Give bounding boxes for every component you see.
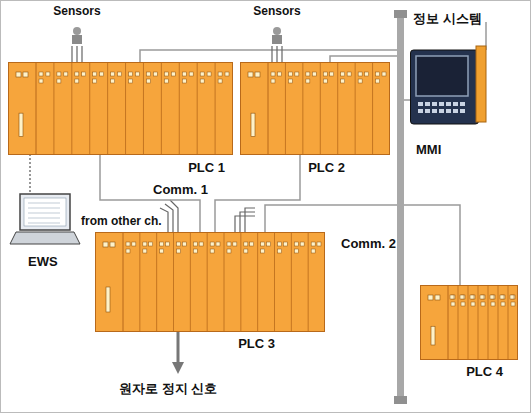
device-label: MMI	[416, 142, 441, 157]
sensor-wire	[272, 46, 282, 62]
ews-laptop: EWS	[10, 192, 80, 250]
dotted-link	[29, 155, 31, 192]
plc-rack: PLC 1	[8, 62, 233, 155]
mmi-graphic	[410, 42, 488, 126]
annotation-label: Comm. 2	[340, 236, 397, 251]
sensor-label: Sensors	[40, 4, 114, 18]
mmi-panel: MMI	[410, 42, 488, 126]
annotation-label: 원자로 정지 신호	[118, 380, 218, 398]
plc-rack: PLC 4	[420, 285, 518, 360]
device-label: PLC 4	[466, 364, 503, 379]
annotation-label: from other ch.	[80, 214, 163, 228]
sensor-group: Sensors	[40, 4, 114, 46]
rack-graphic	[240, 62, 390, 155]
rack-graphic	[420, 285, 518, 360]
device-label: EWS	[28, 254, 58, 269]
plc-rack: PLC 3	[95, 232, 325, 332]
sensor-label: Sensors	[240, 4, 314, 18]
device-label: PLC 1	[188, 160, 225, 175]
sensor-group: Sensors	[240, 4, 314, 46]
device-label: PLC 3	[238, 336, 275, 351]
comm-link	[215, 155, 300, 232]
rack-graphic	[95, 232, 325, 332]
plc-rack: PLC 2	[240, 62, 390, 155]
rack-graphic	[8, 62, 233, 155]
device-label: PLC 2	[308, 160, 345, 175]
annotation-label: Comm. 1	[152, 182, 209, 197]
annotation-label: 정보 시스템	[412, 10, 483, 28]
sensor-wire	[72, 46, 82, 62]
ews-graphic	[10, 192, 80, 250]
